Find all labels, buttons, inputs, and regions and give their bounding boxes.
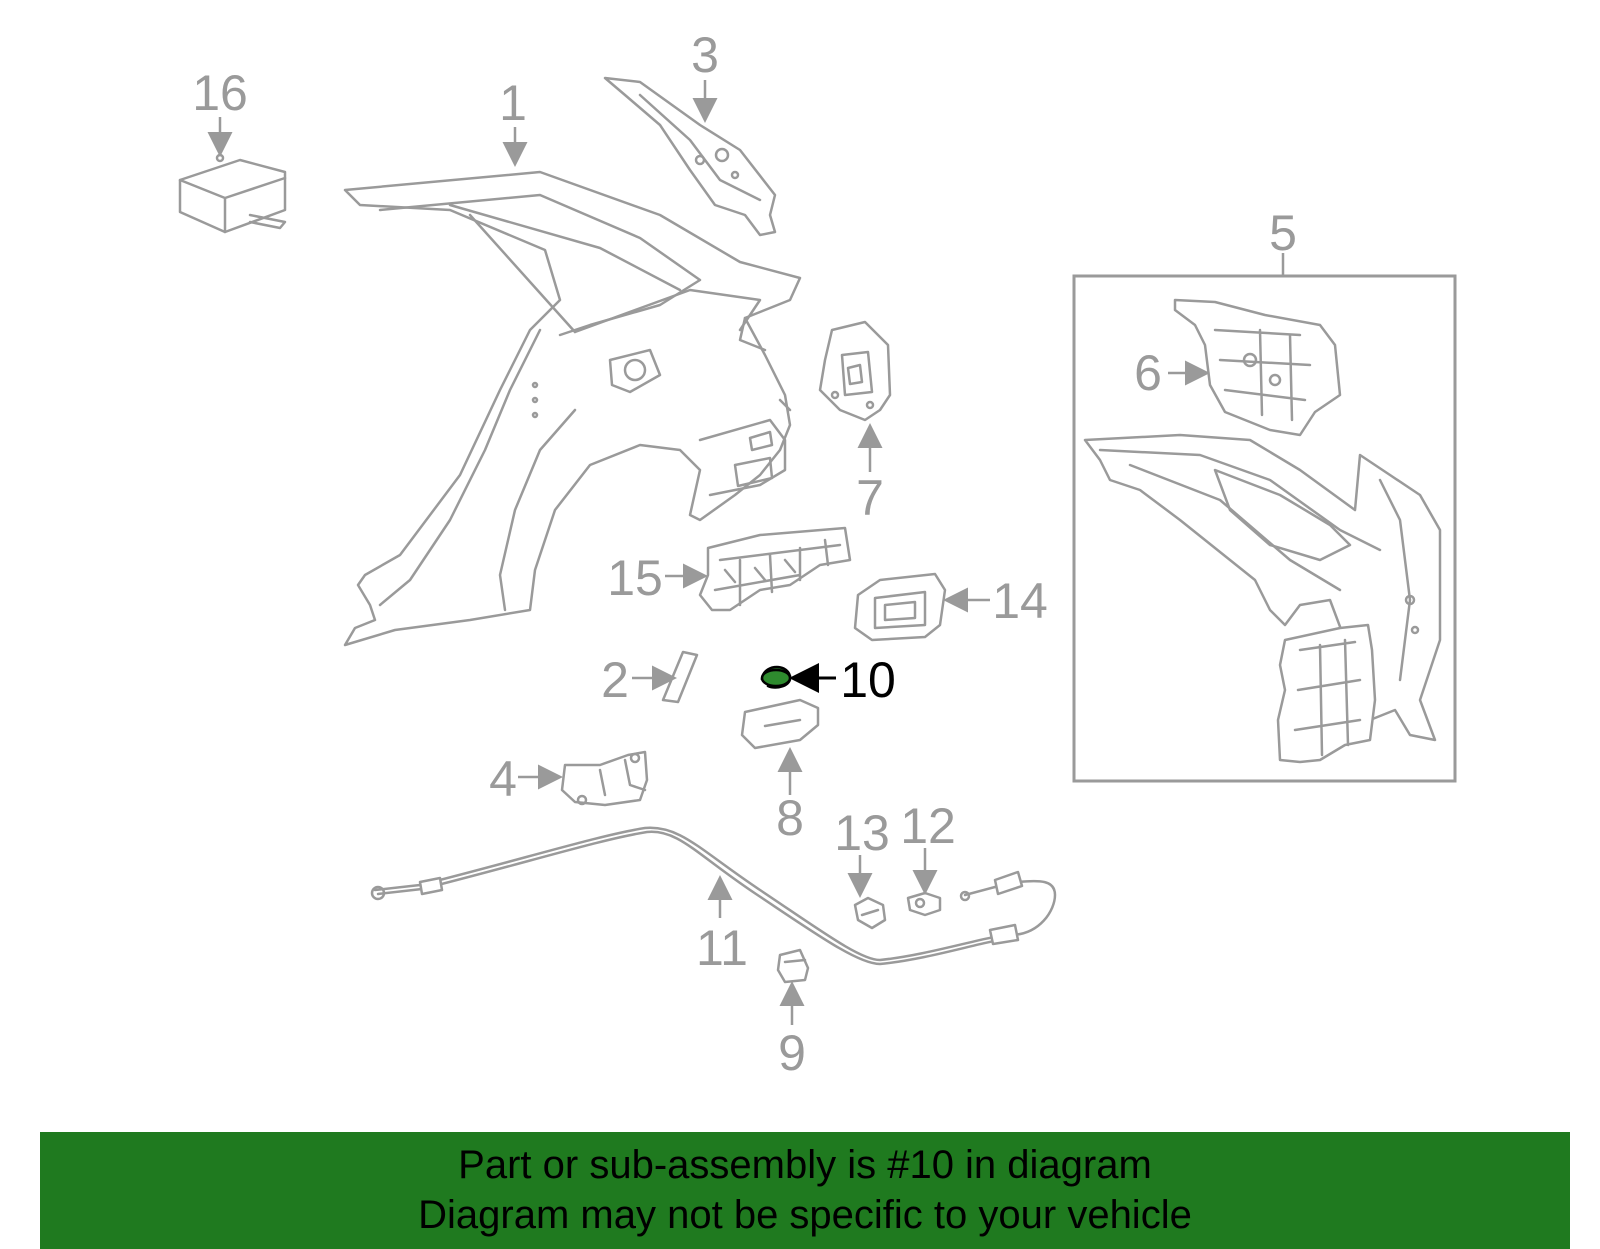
part-1-quarter-panel: [343, 170, 802, 647]
callout-14: 14: [992, 573, 1048, 629]
part-8-fuel-door: [740, 698, 820, 750]
part-5-lower-panel: [1276, 623, 1377, 764]
part-15-reinforcement: [698, 526, 852, 612]
callout-12: 12: [900, 798, 956, 854]
part-13-clip: [853, 896, 887, 930]
callout-13: 13: [834, 805, 890, 861]
part-6-inner-bracket: [1173, 298, 1342, 437]
part-4-bracket: [560, 750, 649, 807]
callout-10: 10: [840, 652, 896, 708]
callout-1: 1: [499, 75, 527, 131]
callout-labels: 16 1 3 5 6 7 15 14 2 10 4 8 13 12 11 9: [192, 27, 1297, 1081]
callout-16: 16: [192, 65, 248, 121]
part-3-bracket: [603, 76, 777, 237]
part-10-spring-highlighted: [760, 665, 792, 689]
callout-3: 3: [691, 27, 719, 83]
callout-7: 7: [856, 470, 884, 526]
callout-15: 15: [607, 550, 663, 606]
part-9-holder: [776, 948, 810, 984]
part-12-clamp: [906, 891, 942, 917]
part-11-release-cable: [370, 826, 1057, 966]
part-14-door-frame: [853, 572, 947, 642]
part-7-fuel-housing: [818, 320, 892, 422]
part-5-inner-quarter: [1083, 433, 1442, 742]
part-5-assembly-box: [1072, 274, 1457, 783]
banner-line-2: Diagram may not be specific to your vehi…: [418, 1193, 1192, 1237]
info-banner: Part or sub-assembly is #10 in diagram D…: [40, 1132, 1570, 1249]
banner-line-1: Part or sub-assembly is #10 in diagram: [458, 1143, 1152, 1187]
callout-8: 8: [776, 790, 804, 846]
callout-5: 5: [1269, 205, 1297, 261]
callout-11: 11: [696, 920, 748, 976]
callout-2: 2: [601, 652, 629, 708]
callout-4: 4: [489, 751, 517, 807]
callout-6: 6: [1134, 345, 1162, 401]
parts-diagram: 16 1 3 5 6 7 15 14 2 10 4 8 13 12 11 9: [178, 27, 1457, 1081]
leader-lines: [207, 80, 1285, 1025]
part-16-module: [178, 153, 287, 234]
callout-9: 9: [778, 1025, 806, 1081]
